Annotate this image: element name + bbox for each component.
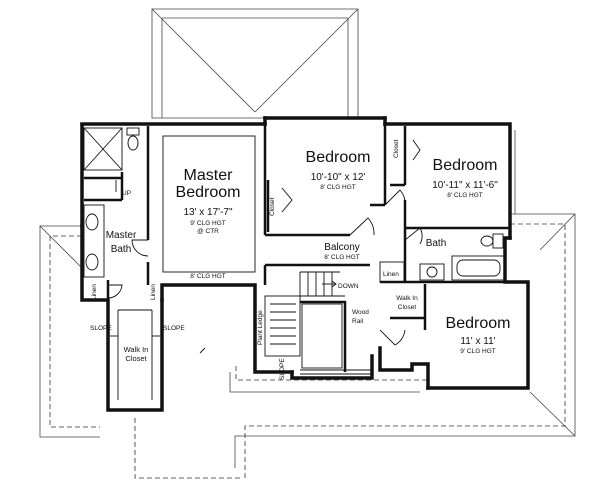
- bedroom-2-ceiling: 8' CLG HGT: [320, 184, 356, 191]
- plant-ledge-label: Plant Ledge: [257, 310, 264, 345]
- bedroom-3-ceiling: 8' CLG HGT: [447, 192, 483, 199]
- roof-outline-bottom: [134, 366, 430, 479]
- up-label: UP: [122, 190, 131, 197]
- master-bedroom-title: Master: [184, 167, 234, 184]
- roof-outline-left: [39, 225, 100, 438]
- closet-label-bed2: Closet: [269, 197, 276, 216]
- master-bedroom-ceiling: 9' CLG HGT: [190, 220, 226, 227]
- walk-in-closet-bed4-2: Closet: [398, 304, 417, 311]
- walk-in-closet-master-2: Closet: [125, 354, 147, 363]
- master-bath-title-2: Bath: [111, 244, 132, 255]
- interior-walls: [82, 124, 510, 400]
- balcony-ceiling: 8' CLG HGT: [324, 254, 360, 261]
- balcony-title: Balcony: [324, 242, 360, 253]
- linen-label-master-2: Linen: [150, 284, 157, 300]
- down-label: DOWN: [338, 283, 359, 290]
- bedroom-4-ceiling: 9' CLG HGT: [460, 348, 496, 355]
- stair-arrows: [115, 180, 337, 288]
- bath-title: Bath: [426, 238, 447, 249]
- bedroom-4-size: 11' x 11': [460, 336, 495, 347]
- bedroom-3-size: 10'-11" x 11'-6": [432, 180, 498, 191]
- roof-outline-right: [234, 130, 576, 478]
- master-bedroom-lower-ceiling: 8' CLG HGT: [190, 273, 226, 280]
- wood-rail-label: Wood: [352, 309, 369, 316]
- walk-in-closet-bed4: Walk In: [396, 295, 418, 302]
- doors: [107, 189, 423, 346]
- master-bedroom-title-2: Bedroom: [176, 184, 241, 201]
- slope-label-left: SLOPE: [90, 325, 112, 332]
- master-bath-title: Master: [106, 230, 137, 241]
- bedroom-2-size: 10'-10" x 12': [311, 172, 366, 183]
- slope-arrows: [110, 335, 206, 354]
- linen-label-bath: Linen: [383, 271, 399, 278]
- linen-label-master: Linen: [91, 284, 98, 300]
- closet-label-bed3: Closet: [393, 139, 400, 158]
- master-bedroom-size: 13' x 17'-7": [183, 207, 233, 218]
- bedroom-2-title: Bedroom: [306, 149, 371, 166]
- bedroom-3-title: Bedroom: [433, 157, 498, 174]
- master-bedroom-ceiling-note: @ CTR: [197, 228, 219, 235]
- slope-label-stairs: SLOPE: [279, 358, 286, 380]
- roof-outline-top: [151, 8, 359, 119]
- exterior-walls: [80, 116, 530, 412]
- walk-in-closet-master: Walk In: [124, 345, 149, 354]
- slope-label-right: SLOPE: [163, 325, 185, 332]
- wood-rail-label-2: Rail: [352, 318, 364, 325]
- bedroom-4-title: Bedroom: [446, 315, 511, 332]
